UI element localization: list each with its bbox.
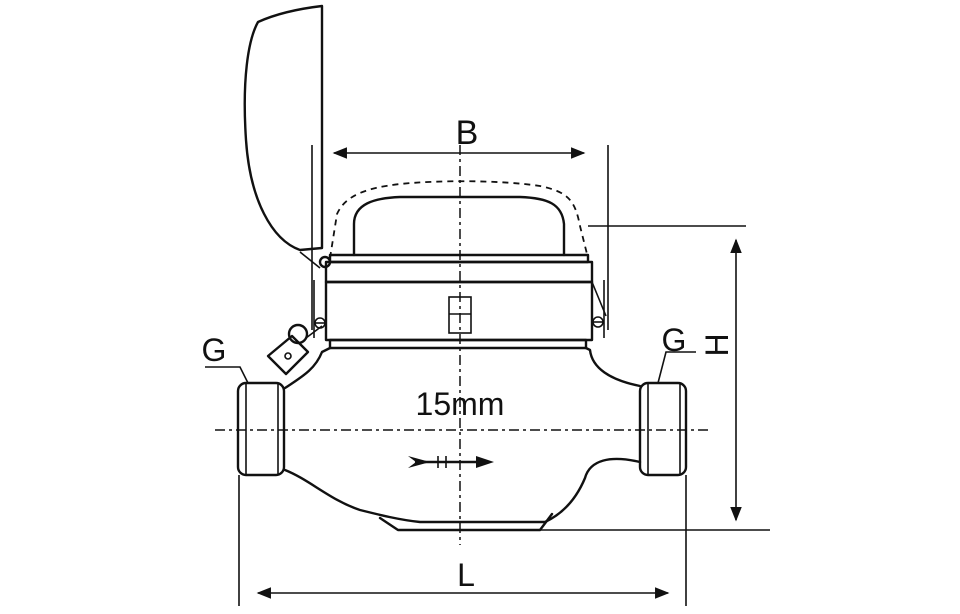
label-h: H (699, 333, 735, 356)
label-g-right: G (662, 322, 687, 358)
meter-lid (243, 4, 324, 252)
seal-tag (266, 334, 310, 376)
closed-lid-outline (329, 180, 589, 259)
label-l: L (457, 557, 475, 593)
g-left-leader (205, 366, 249, 384)
meter-foot (378, 512, 554, 532)
label-size: 15mm (416, 386, 505, 422)
right-thread (638, 381, 688, 477)
seal-ball (287, 323, 309, 345)
label-g-left: G (202, 332, 227, 368)
meter-head (324, 280, 594, 342)
label-b: B (456, 114, 479, 152)
g-right-leader (657, 351, 696, 384)
meter-body (283, 346, 642, 524)
register-dome (352, 195, 566, 257)
left-thread (236, 381, 286, 477)
